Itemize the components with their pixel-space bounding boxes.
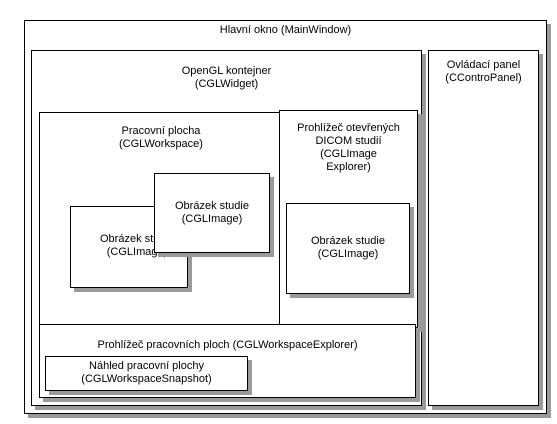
image-explorer-label: Prohlížeč otevřených DICOM studií (CGLIm… — [280, 122, 417, 174]
image-explorer-label-line-1: Prohlížeč otevřených — [297, 122, 400, 134]
explorer-image-label-line-1: Obrázek studie — [311, 235, 385, 247]
workspace-label-line-1: Pracovní plocha — [121, 125, 201, 137]
explorer-image-label: Obrázek studie (CGLImage) — [287, 235, 409, 261]
explorer-image-label-line-2: (CGLImage) — [317, 248, 379, 260]
image-explorer-label-line-4: Explorer) — [326, 161, 371, 173]
control-panel-label-line-1: Ovládací panel — [446, 59, 521, 71]
workspace-snapshot-label-line-2: (CGLWorkspaceSnapshot) — [81, 373, 212, 385]
workspace-image-front-label: Obrázek studie (CGLImage) — [155, 200, 269, 226]
explorer-image-box: Obrázek studie (CGLImage) — [286, 203, 410, 294]
control-panel-label: Ovládací panel (CControPanel) — [429, 59, 538, 85]
workspace-snapshot-label: Náhled pracovní plochy (CGLWorkspaceSnap… — [46, 360, 247, 386]
workspace-explorer-label: Prohlížeč pracovních ploch (CGLWorkspace… — [40, 339, 415, 352]
image-explorer-label-line-3: (CGLImage — [320, 148, 377, 160]
opengl-container-label-line-1: OpenGL kontejner — [181, 65, 272, 77]
workspace-image-front-label-line-2: (CGLImage) — [181, 213, 243, 225]
opengl-container-label: OpenGL kontejner (CGLWidget) — [32, 65, 421, 91]
workspace-image-back-label-line-2: (CGLImage) — [106, 246, 168, 258]
control-panel-box: Ovládací panel (CControPanel) — [428, 50, 539, 406]
workspace-explorer-label-line-1: Prohlížeč pracovních ploch (CGLWorkspace… — [97, 339, 358, 351]
workspace-image-front-box: Obrázek studie (CGLImage) — [154, 173, 270, 253]
control-panel-label-line-2: (CControPanel) — [445, 72, 522, 84]
main-window-label: Hlavní okno (MainWindow) — [25, 24, 546, 37]
workspace-snapshot-label-line-1: Náhled pracovní plochy — [89, 360, 204, 372]
workspace-label: Pracovní plocha (CGLWorkspace) — [40, 125, 282, 151]
main-window-label-line-1: Hlavní okno (MainWindow) — [219, 24, 352, 36]
opengl-container-label-line-2: (CGLWidget) — [194, 78, 259, 90]
workspace-snapshot-box: Náhled pracovní plochy (CGLWorkspaceSnap… — [45, 356, 248, 391]
workspace-image-front-label-line-1: Obrázek studie — [175, 200, 249, 212]
workspace-label-line-2: (CGLWorkspace) — [119, 138, 203, 150]
image-explorer-label-line-2: DICOM studií — [315, 135, 382, 147]
